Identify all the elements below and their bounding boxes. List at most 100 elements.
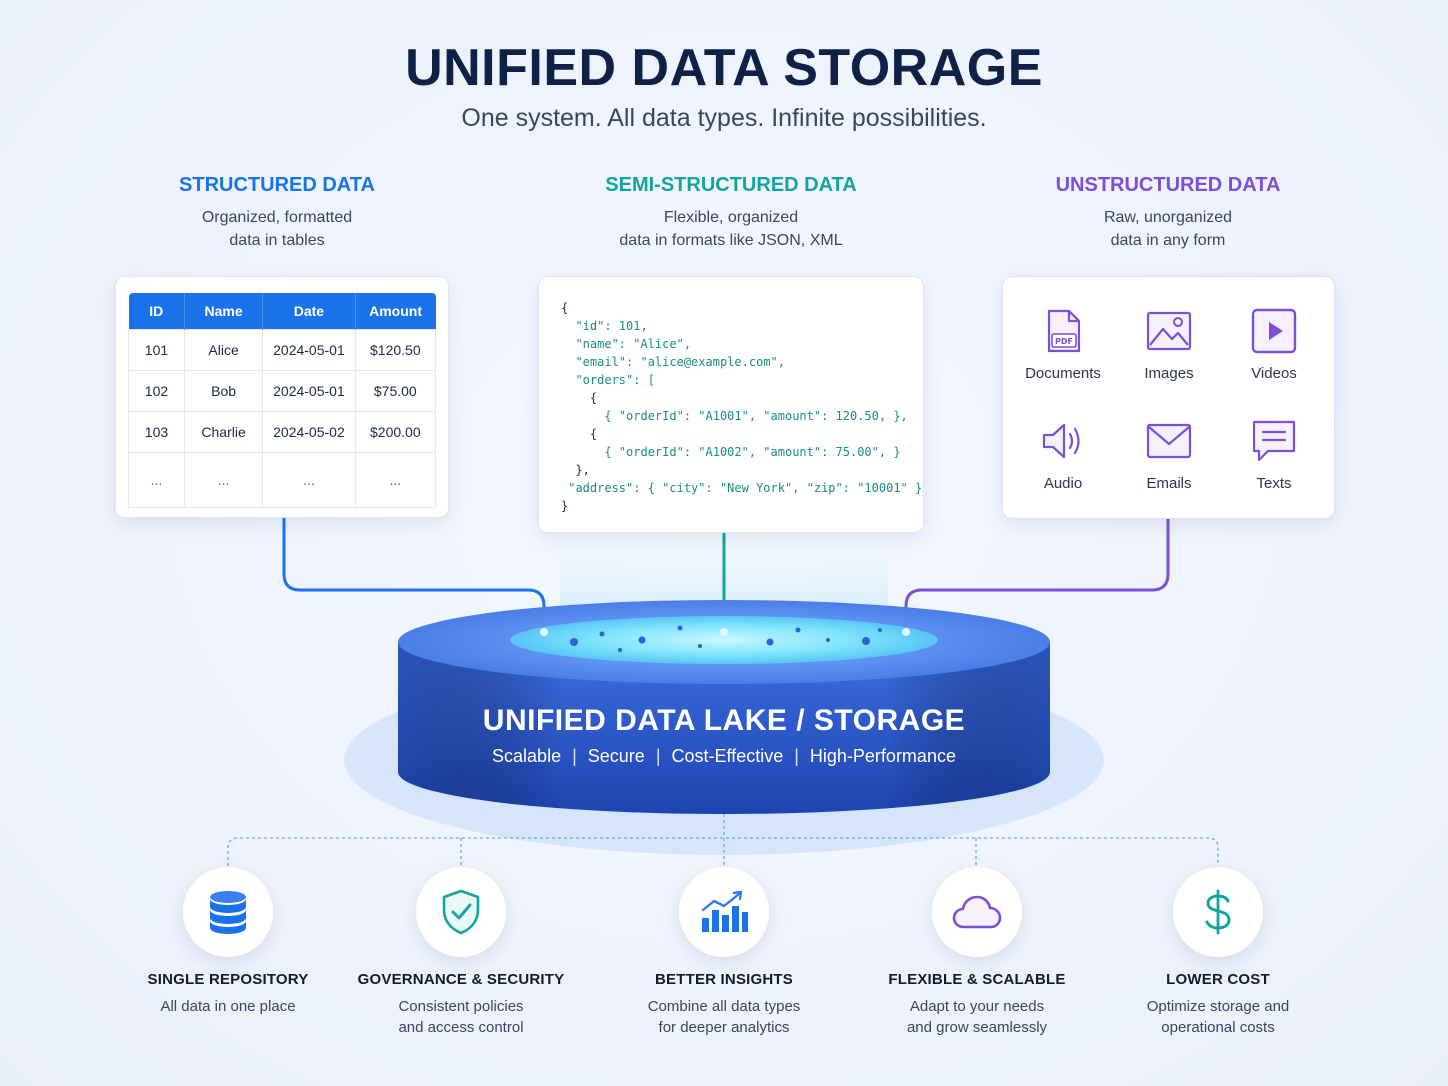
unstructured-item-label: Texts [1256, 475, 1292, 492]
data-lake-title: UNIFIED DATA LAKE / STORAGE [482, 704, 966, 737]
json-line: { [561, 301, 569, 315]
cylinder-pool [510, 616, 938, 664]
text-message-icon [1252, 420, 1296, 462]
json-line: { [561, 427, 598, 441]
column-header: ID [128, 293, 185, 330]
data-lake-tags: Scalable | Secure | Cost-Effective | High-Perf… [399, 746, 1049, 767]
tag-separator: | [794, 746, 799, 766]
json-code-block: { "id": 101, "name": "Alice", "email": "… [561, 299, 922, 515]
unstructured-desc-line: Raw, unorganized [1103, 209, 1233, 226]
table-header-row: ID Name Date Amount [128, 293, 436, 330]
table-cell: $75.00 [354, 370, 437, 412]
json-line: } [561, 499, 569, 513]
table-cell: Bob [183, 370, 264, 412]
image-icon [1146, 311, 1192, 351]
structured-heading: STRUCTURED DATA [179, 174, 375, 196]
semi-structured-data-card: { "id": 101, "name": "Alice", "email": "… [538, 276, 924, 533]
unstructured-item-images: Images [1114, 307, 1224, 382]
benefit-lower-cost: LOWER COST Optimize storage and operatio… [1098, 867, 1338, 1038]
benefit-description: Combine all data types for deeper analyt… [604, 996, 844, 1038]
data-lake-tag: High-Performance [809, 746, 956, 766]
table-cell: ... [183, 452, 264, 508]
json-line: "address": { "city": "New York", "zip": … [561, 481, 923, 495]
benefit-icon-circle [1173, 867, 1263, 957]
json-line: }, [561, 463, 590, 477]
table-cell: 2024-05-01 [262, 329, 356, 371]
data-lake-tag: Cost-Effective [671, 746, 784, 766]
semi-structured-heading: SEMI-STRUCTURED DATA [605, 174, 857, 196]
unstructured-item-label: Emails [1146, 475, 1192, 492]
benefit-single-repository: SINGLE REPOSITORY All data in one place [108, 867, 348, 1017]
data-lake-tag: Scalable [492, 746, 562, 766]
bar-chart-icon [701, 890, 748, 932]
benefit-description: Optimize storage and operational costs [1098, 996, 1338, 1038]
table-row: 102 Bob 2024-05-01 $75.00 [128, 370, 437, 412]
unstructured-item-label: Images [1144, 365, 1194, 382]
column-header: Name [184, 293, 264, 330]
table-cell: Alice [183, 329, 264, 371]
benefit-icon-circle [679, 867, 769, 957]
benefit-icon-circle [932, 867, 1022, 957]
page-subtitle: One system. All data types. Infinite pos… [461, 104, 987, 132]
unstructured-item-label: Documents [1025, 365, 1101, 382]
email-icon [1146, 423, 1192, 459]
table-row: 103 Charlie 2024-05-02 $200.00 [128, 411, 437, 453]
audio-icon [1042, 423, 1080, 459]
data-particles [570, 625, 882, 652]
unstructured-heading: UNSTRUCTURED DATA [1055, 174, 1281, 196]
structured-connector [282, 517, 546, 632]
json-line: { "orderId": "A1002", "amount": 75.00", … [561, 445, 901, 459]
benefit-desc-line: and grow seamlessly [906, 1019, 1048, 1036]
unstructured-description: Raw, unorganized data in any form [958, 206, 1378, 252]
structured-desc-line: data in tables [229, 232, 325, 249]
benefit-desc-line: for deeper analytics [658, 1019, 790, 1036]
unstructured-item-emails: Emails [1114, 417, 1224, 492]
benefit-title: LOWER COST [1166, 971, 1270, 988]
benefit-governance-security: GOVERNANCE & SECURITY Consistent policie… [341, 867, 581, 1038]
json-line: "orders": [ [561, 373, 655, 387]
benefit-title: BETTER INSIGHTS [654, 971, 793, 988]
table-cell: 2024-05-02 [262, 411, 356, 453]
benefit-desc-line: and access control [398, 1019, 524, 1036]
benefit-description: Adapt to your needs and grow seamlessly [857, 996, 1097, 1038]
benefit-better-insights: BETTER INSIGHTS Combine all data types f… [604, 867, 844, 1038]
page-title: UNIFIED DATA STORAGE [405, 39, 1043, 97]
table-cell: Charlie [183, 411, 264, 453]
unstructured-item-audio: Audio [1008, 417, 1118, 492]
benefits-connector [227, 814, 1219, 866]
unstructured-item-documents: PDF Documents [1008, 307, 1118, 382]
benefit-flexible-scalable: FLEXIBLE & SCALABLE Adapt to your needs … [857, 867, 1097, 1038]
unstructured-connector [904, 517, 1170, 632]
benefit-icon-circle [416, 867, 506, 957]
benefit-desc-line: Consistent policies [398, 998, 524, 1015]
table-cell: $200.00 [354, 411, 437, 453]
unstructured-item-videos: Videos [1219, 307, 1329, 382]
tag-separator: | [655, 746, 661, 766]
video-icon [1251, 308, 1297, 354]
benefit-desc-line: All data in one place [160, 998, 296, 1015]
benefit-icon-circle [183, 867, 273, 957]
tag-separator: | [572, 746, 577, 766]
json-line: "name": "Alice", [561, 337, 692, 351]
document-icon: PDF [1047, 309, 1081, 353]
table-cell: ... [262, 452, 356, 508]
data-lake-tag: Secure [587, 746, 645, 766]
structured-description: Organized, formatted data in tables [67, 206, 487, 252]
table-cell: 103 [128, 411, 185, 453]
table-cell: ... [128, 452, 185, 508]
json-line: { [561, 391, 598, 405]
unstructured-item-label: Audio [1043, 475, 1083, 492]
unstructured-item-label: Videos [1251, 365, 1297, 382]
table-cell: 2024-05-01 [262, 370, 356, 412]
semi-structured-description: Flexible, organized data in formats like… [521, 206, 941, 252]
unstructured-desc-line: data in any form [1110, 232, 1226, 249]
json-line: { "orderId": "A1001", "amount": 120.50, … [561, 409, 908, 423]
benefit-description: Consistent policies and access control [341, 996, 581, 1038]
column-header: Amount [355, 293, 436, 330]
benefit-title: FLEXIBLE & SCALABLE [888, 971, 1066, 988]
unstructured-item-texts: Texts [1219, 417, 1329, 492]
database-icon [210, 891, 246, 934]
benefit-desc-line: Adapt to your needs [909, 998, 1045, 1015]
table-cell: 101 [128, 329, 185, 371]
